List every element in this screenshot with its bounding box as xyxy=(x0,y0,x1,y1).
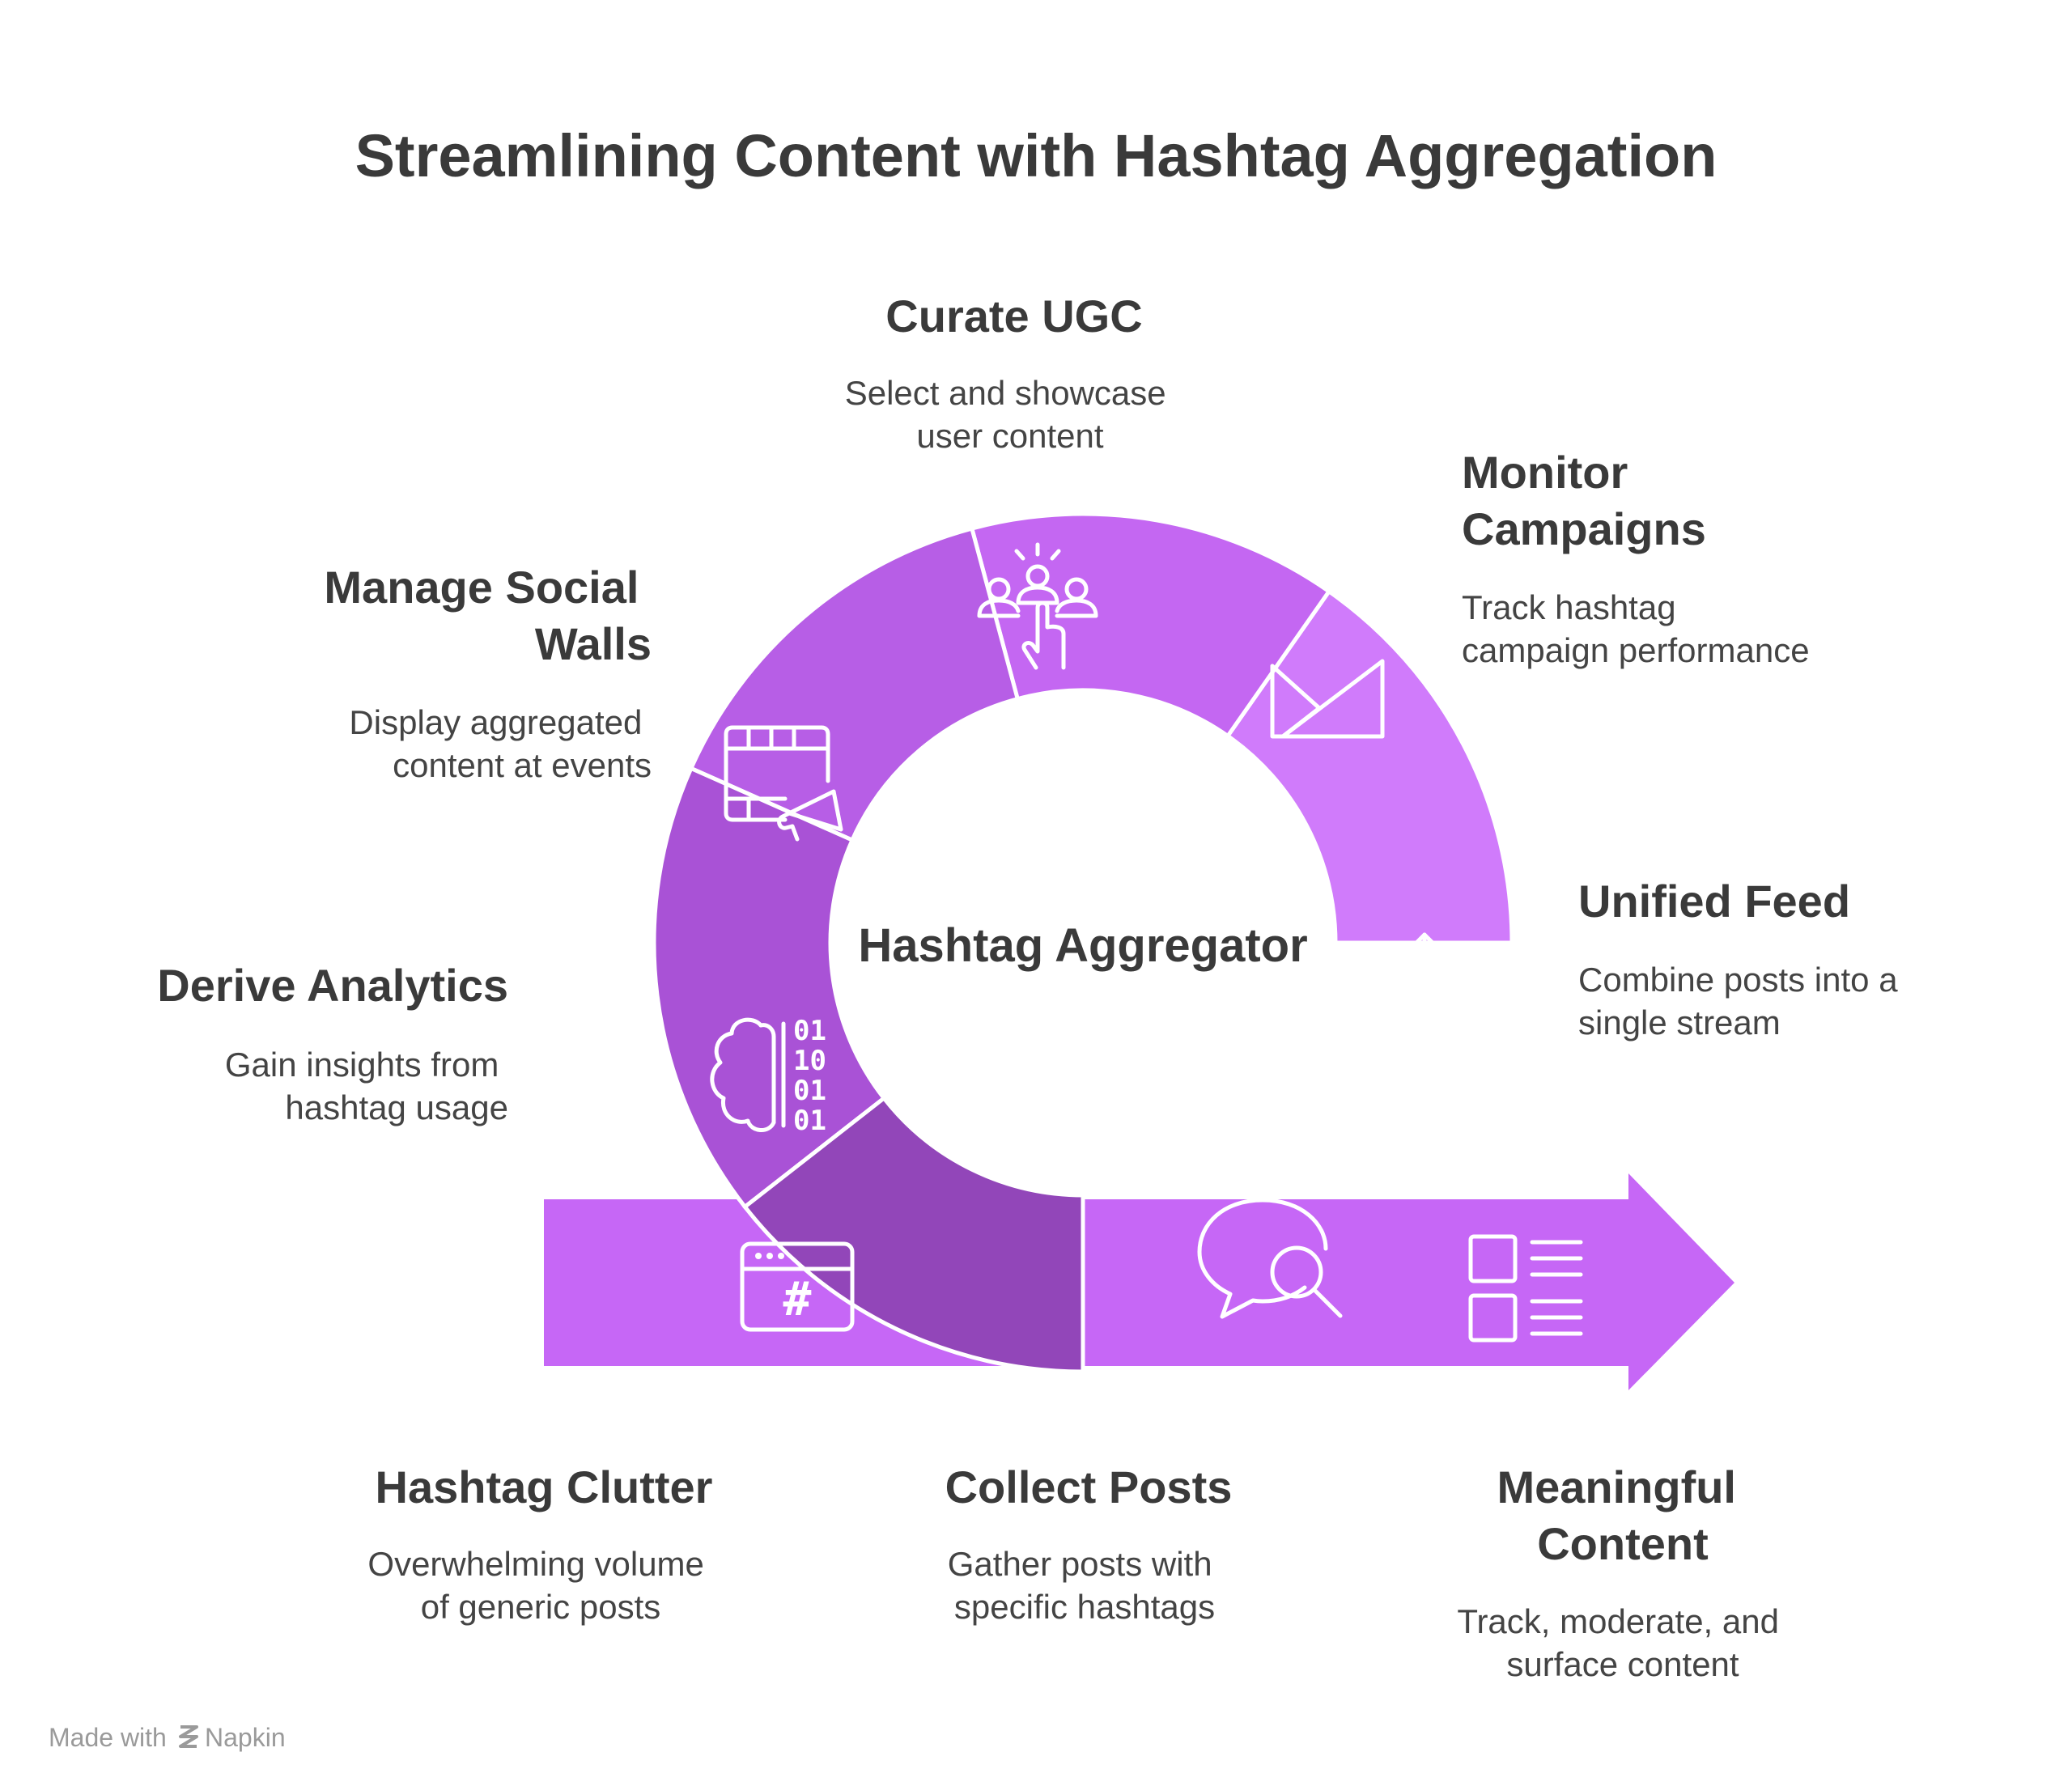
hashtag-clutter-desc-line: of generic posts xyxy=(421,1588,661,1626)
calendar-megaphone-icon xyxy=(724,725,843,842)
hashtag-clutter-desc-line: Overwhelming volume xyxy=(367,1545,704,1583)
collect-posts-desc: Gather posts with specific hashtags xyxy=(948,1545,1221,1626)
hashtag-window-icon: # xyxy=(740,1241,855,1332)
manage-social-walls-desc: Display aggregated content at events xyxy=(349,703,652,784)
napkin-logo-icon xyxy=(179,1725,198,1748)
unified-feed-desc-line: single stream xyxy=(1578,1003,1781,1041)
binary-digits-3: 01 xyxy=(793,1075,826,1107)
derive-analytics-desc: Gain insights from hashtag usage xyxy=(225,1046,508,1126)
process-arrow xyxy=(544,1173,1734,1390)
hashtag-clutter-title: Hashtag Clutter xyxy=(376,1461,713,1512)
collect-posts-title: Collect Posts xyxy=(945,1461,1233,1512)
hashtag-clutter-desc: Overwhelming volume of generic posts xyxy=(367,1545,713,1626)
checklist-icon xyxy=(1468,1234,1583,1343)
unified-feed-desc: Combine posts into a single stream xyxy=(1578,961,1907,1041)
meaningful-content-title-line: Content xyxy=(1537,1518,1709,1569)
manage-social-walls-title-line: Manage Social xyxy=(324,562,639,613)
napkin-brand: Napkin xyxy=(205,1723,286,1752)
manage-social-walls-title-line: Walls xyxy=(535,618,652,669)
collect-posts-desc-line: Gather posts with xyxy=(948,1545,1212,1583)
monitor-campaigns-title-line: Monitor xyxy=(1462,447,1628,498)
manage-social-walls-desc-line: content at events xyxy=(393,746,652,784)
segment-unified-feed xyxy=(652,766,887,1210)
binary-digits-2: 10 xyxy=(793,1045,826,1077)
curate-ugc-desc: Select and showcase user content xyxy=(845,374,1176,455)
made-with-label: Made with xyxy=(49,1723,167,1752)
monitor-campaigns-desc-line: Track hashtag xyxy=(1462,588,1676,626)
chat-search-icon xyxy=(1197,1198,1343,1319)
binary-digits-4: 01 xyxy=(793,1105,826,1137)
ring-segments xyxy=(652,511,1514,1374)
segment-monitor-campaigns xyxy=(688,525,1021,843)
derive-analytics-desc-line: hashtag usage xyxy=(285,1088,508,1126)
segment-curate-ugc xyxy=(969,511,1332,739)
hash-symbol: # xyxy=(783,1271,812,1326)
center-label: Hashtag Aggregator xyxy=(858,919,1307,972)
manage-social-walls-desc-line: Display aggregated xyxy=(349,703,642,741)
upload-lines-icon xyxy=(1378,932,1471,1067)
monitor-campaigns-title-line: Campaigns xyxy=(1462,503,1706,554)
triangle-chart-icon xyxy=(1270,659,1385,739)
page-title: Streamlining Content with Hashtag Aggreg… xyxy=(355,122,1717,189)
brain-binary-icon: 01 10 01 01 xyxy=(710,1015,826,1137)
user-select-icon xyxy=(977,542,1098,670)
collect-posts-desc-line: specific hashtags xyxy=(954,1588,1215,1626)
unified-feed-desc-line: Combine posts into a xyxy=(1578,961,1898,999)
meaningful-content-desc-line: surface content xyxy=(1506,1645,1739,1683)
monitor-campaigns-title: Monitor Campaigns xyxy=(1462,447,1706,554)
segment-collect-posts xyxy=(741,1095,1085,1374)
meaningful-content-desc-line: Track, moderate, and xyxy=(1457,1602,1779,1640)
manage-social-walls-title: Manage Social Walls xyxy=(324,562,652,669)
segment-manage-social-walls xyxy=(1225,588,1514,945)
meaningful-content-title-line: Meaningful xyxy=(1497,1461,1736,1512)
meaningful-content-desc: Track, moderate, and surface content xyxy=(1457,1602,1788,1683)
derive-analytics-desc-line: Gain insights from xyxy=(225,1046,499,1084)
meaningful-content-title: Meaningful Content xyxy=(1497,1461,1748,1569)
monitor-campaigns-desc: Track hashtag campaign performance xyxy=(1462,588,1810,669)
curate-ugc-title: Curate UGC xyxy=(885,291,1142,342)
curate-ugc-desc-line: user content xyxy=(916,417,1103,455)
curate-ugc-desc-line: Select and showcase xyxy=(845,374,1166,412)
derive-analytics-title: Derive Analytics xyxy=(157,960,508,1011)
binary-digits-1: 01 xyxy=(793,1015,826,1047)
monitor-campaigns-desc-line: campaign performance xyxy=(1462,631,1810,669)
unified-feed-title: Unified Feed xyxy=(1578,876,1850,927)
